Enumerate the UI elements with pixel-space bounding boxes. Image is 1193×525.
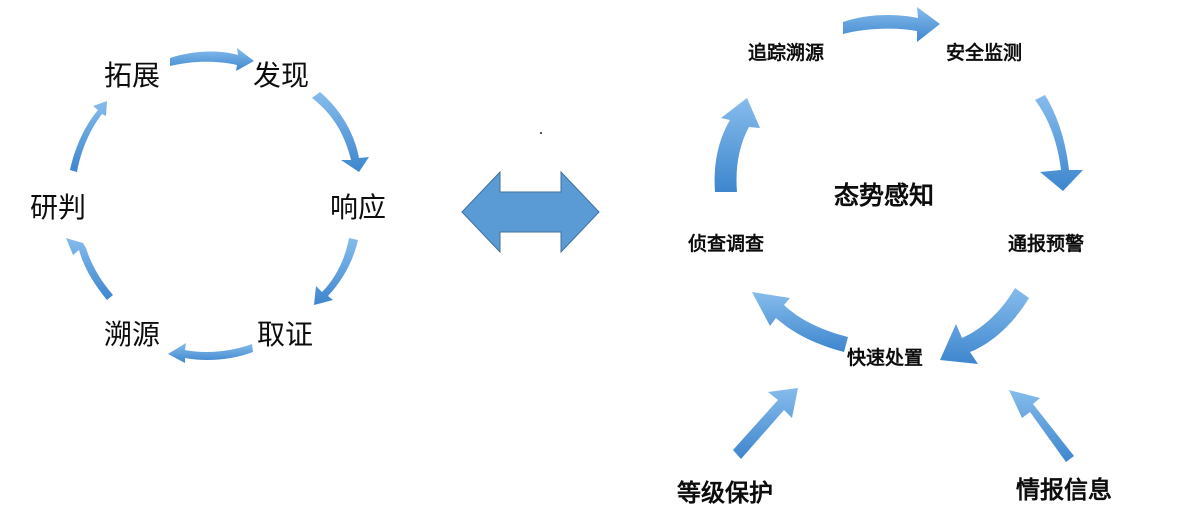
left-label-discover: 发现: [253, 59, 310, 92]
arrow-icon: [66, 238, 113, 300]
stray-dot: [540, 132, 542, 134]
arrow-icon: [70, 101, 107, 172]
left-label-trace: 溯源: [104, 318, 161, 351]
arrow-icon: [714, 98, 760, 192]
arrow-icon: [752, 292, 848, 352]
right-label-investigation: 侦查调查: [688, 233, 765, 255]
arrow-icon: [940, 288, 1029, 364]
right-label-rapid-response: 快速处置: [847, 347, 924, 369]
left-label-respond: 响应: [330, 191, 387, 224]
arrow-icon: [168, 343, 253, 363]
arrow-icon: [314, 238, 358, 305]
left-label-analyze: 研判: [30, 191, 87, 224]
right-label-alerting: 通报预警: [1008, 233, 1085, 255]
arrow-icon: [312, 92, 369, 172]
left-cycle-arrows: [66, 48, 369, 363]
input-label-classified-protection: 等级保护: [677, 479, 773, 507]
arrow-icon: [843, 7, 940, 42]
right-cycle-arrows: [714, 7, 1083, 462]
right-label-tracking: 追踪溯源: [748, 42, 825, 64]
arrow-icon: [170, 48, 254, 71]
arrow-icon: [733, 388, 798, 459]
right-label-monitoring: 安全监测: [946, 42, 1023, 64]
input-label-intelligence: 情报信息: [1016, 476, 1112, 504]
left-label-expand: 拓展: [104, 59, 161, 92]
arrow-icon: [1009, 390, 1074, 462]
left-label-forensics: 取证: [257, 318, 314, 351]
arrow-icon: [1035, 95, 1083, 191]
double-arrow-icon: [461, 170, 600, 254]
center-label-situational-awareness: 态势感知: [834, 181, 935, 210]
